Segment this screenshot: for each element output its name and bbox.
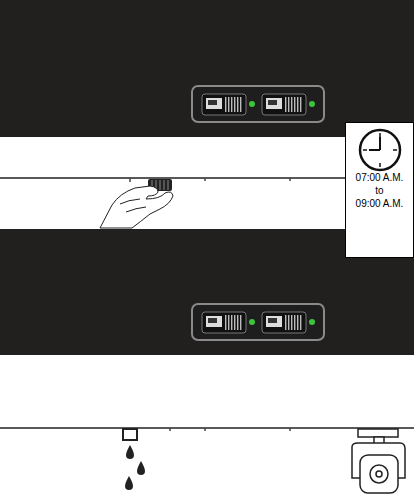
time-text: 09:00 A.M. <box>346 197 413 210</box>
time-box: 07:00 A.M.to09:00 A.M. <box>345 122 414 258</box>
time-text: to <box>346 184 413 197</box>
time-text: 07:00 A.M. <box>346 171 413 184</box>
